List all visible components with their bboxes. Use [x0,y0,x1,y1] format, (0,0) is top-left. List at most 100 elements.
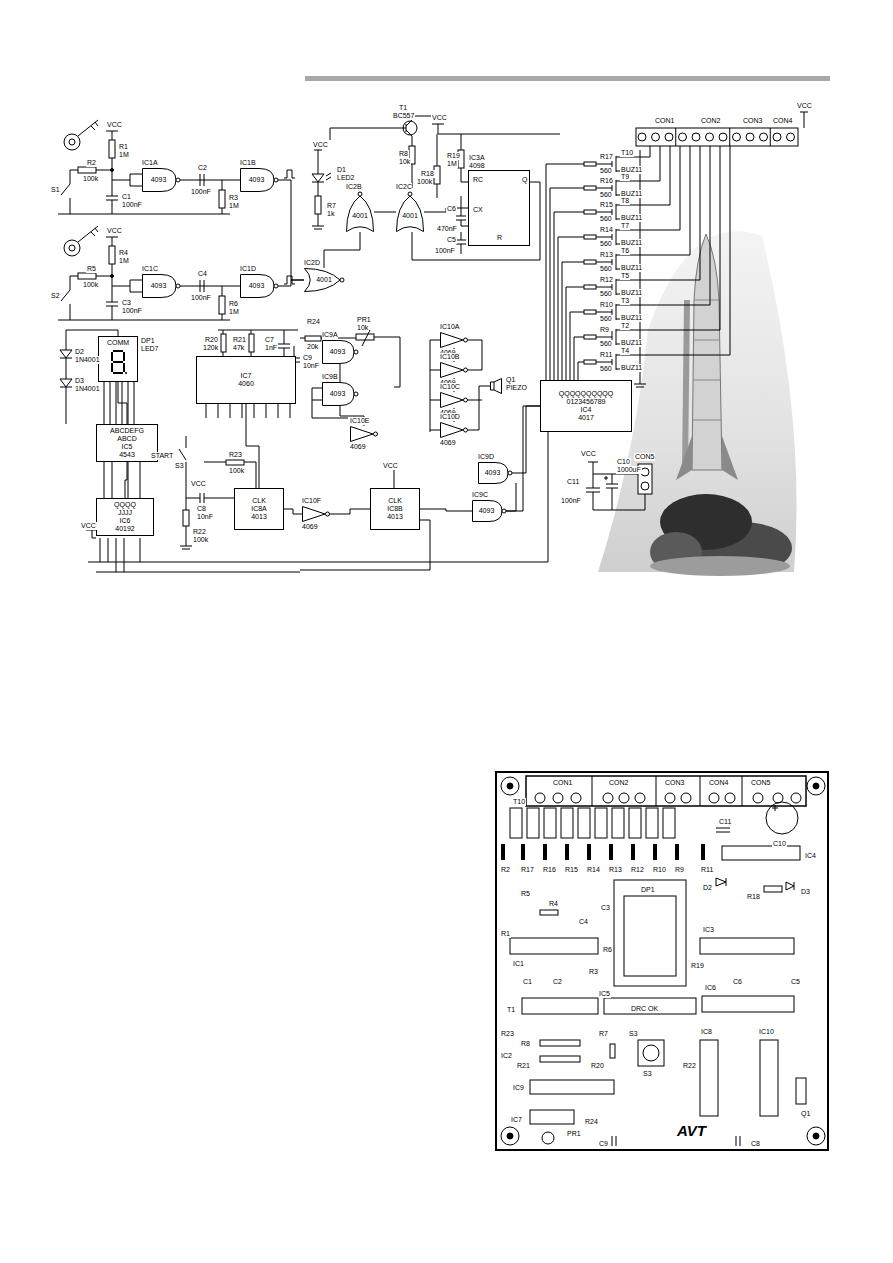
part-label: R17 [599,153,614,161]
schematic-wires [800,112,808,128]
schematic-wires [58,112,808,572]
part-label: R13 [608,866,623,874]
schematic-wires [646,146,730,355]
part-label: RC [472,176,484,184]
schematic-wires [312,214,324,229]
part-label: CON4 [708,779,729,787]
pcb-layout [629,808,641,838]
ic-text: IC8B [387,505,403,513]
part-ref: IC1C [142,265,158,273]
part-label: R10 [599,301,614,309]
inversion-bubble [464,368,468,372]
part-label: 10nF [196,513,214,521]
schematic-wires [546,164,584,380]
part-label: R1 [118,143,129,151]
nand-gate: IC1C4093 [142,274,180,298]
pcb-layout [619,793,629,803]
part-label: T3 [620,297,630,305]
key-switch-input [69,139,75,145]
schematic-wires [86,432,548,572]
part-ref: IC10B [440,353,459,361]
part-label: C5 [446,236,457,244]
gate-outline [302,506,330,522]
gate-body [143,169,177,192]
part-label: 10k [356,324,369,332]
part-label: R24 [306,318,321,326]
part-label: 1N4001 [74,356,101,364]
part-label: S2 [50,292,61,300]
part-label: C6 [446,205,457,213]
schematic-wires [638,133,646,141]
gate-body [441,333,464,348]
part-label: R [496,234,503,242]
schematic-wires [300,338,305,339]
part-label: 100k [192,536,209,544]
part-label: DP1 [640,886,656,894]
part-label: IC6 [704,984,717,992]
schematic-wires [314,150,322,174]
key-switch-input [58,208,230,214]
pcb-layout [507,783,513,789]
rocket-photo [650,556,790,576]
part-number: 4069 [440,439,456,447]
gate-body [323,341,355,364]
part-label: T8 [620,197,630,205]
gate-body [441,423,464,438]
part-ref: IC9B [322,373,338,381]
ic-box: QQQQQQQQQQ0123456789IC44017 [540,380,632,432]
inversion-bubble [374,432,378,436]
rocket-photo [676,436,738,480]
gate-body [347,196,374,232]
part-label: 1M [118,257,130,265]
pcb-layout [643,1045,659,1061]
part-label: CON3 [664,779,685,787]
part-label: R14 [599,226,614,234]
pcb-layout [813,1133,819,1139]
wire [246,404,259,488]
inversion-bubble [354,392,358,396]
part-label: BUZ11 [620,264,643,272]
schematic-wires [318,182,319,196]
part-ref: IC10A [440,323,459,331]
header-rule [305,76,830,81]
gate-body [473,501,503,522]
part-label: R20 [590,1062,605,1070]
inversion-bubble [508,471,512,475]
inversion-bubble [408,192,412,196]
part-label: C1 [522,978,533,986]
ic-box: CLKIC8A4013 [234,488,284,530]
part-label: IC5 [598,990,611,998]
part-label: T10 [512,798,526,806]
pcb-layout [535,793,545,803]
part-ref: IC9C [472,491,488,499]
part-label: C5 [790,978,801,986]
schematic-wires [773,133,781,141]
part-label: T9 [620,173,630,181]
rocket-photo [693,300,721,420]
part-ref: IC3A [469,154,485,162]
part-label: CON2 [608,779,629,787]
part-label: R22 [192,528,207,536]
key-switch-input [109,140,115,158]
seven-segment-digit [109,349,127,375]
part-ref: IC1D [240,265,256,273]
part-ref: IC1A [142,159,158,167]
part-label: R13 [599,251,614,259]
nand-gate: IC9C4093 [472,500,506,522]
pcb-layout [527,808,539,838]
part-label: IC9 [512,1084,525,1092]
part-label: S3 [174,462,185,470]
schematic-wires [746,133,754,141]
gate-body [303,507,326,522]
nand-gate: IC1D4093 [240,274,278,298]
part-label: C9 [598,1140,609,1148]
part-label: T1 [506,1006,516,1014]
schematic-wires [315,196,321,214]
part-label: R7 [598,1030,609,1038]
part-number: 4001 [402,212,418,220]
part-label: 1nF [264,344,278,352]
part-label: 100nF [434,247,456,255]
key-switch-input [58,120,295,214]
part-label: START [150,452,174,460]
nor-gate: IC2C4001 [396,192,424,232]
